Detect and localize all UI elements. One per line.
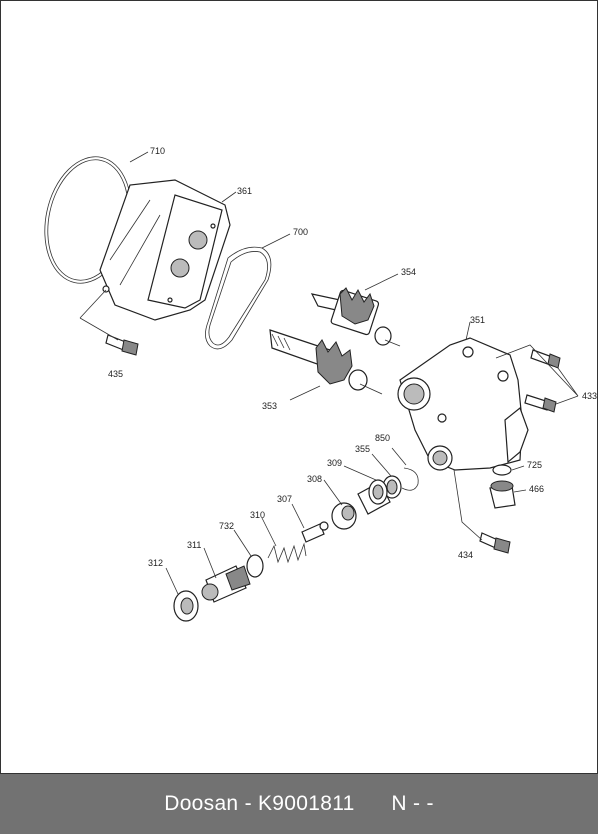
callout-309: 309: [327, 458, 342, 468]
gear-shaft-353: [269, 329, 383, 395]
bolt-435: [105, 334, 139, 356]
spring-310: [267, 542, 307, 564]
footer-bar: Doosan - K9001811 N - -: [0, 774, 598, 834]
callout-466: 466: [529, 484, 544, 494]
gasket-700: [205, 246, 272, 350]
footer-suffix: N - -: [391, 792, 434, 815]
footer-separator: -: [244, 792, 252, 815]
exploded-parts-diagram: 710 361 700 354 351 433 435 353 850 355 …: [44, 146, 597, 622]
callout-434: 434: [458, 550, 473, 560]
callout-353: 353: [262, 401, 277, 411]
callout-355: 355: [355, 444, 370, 454]
o-ring-725: [492, 464, 512, 476]
callout-312: 312: [148, 558, 163, 568]
o-ring-732: [246, 554, 264, 578]
callout-710: 710: [150, 146, 165, 156]
callout-361: 361: [237, 186, 252, 196]
piston-308: [331, 502, 357, 530]
callout-307: 307: [277, 494, 292, 504]
callout-435: 435: [108, 369, 123, 379]
gear-shaft-354: [310, 287, 401, 347]
bolt-434: [479, 532, 511, 554]
plug-466: [489, 480, 516, 509]
callout-308: 308: [307, 474, 322, 484]
callout-433: 433: [582, 391, 597, 401]
cover-plate-361: [99, 179, 231, 321]
valve-307: [301, 521, 329, 543]
footer-part-number: K9001811: [258, 792, 355, 815]
leader-lines: [79, 151, 579, 595]
plug-311: [201, 565, 251, 603]
footer-brand: Doosan: [164, 792, 239, 815]
snap-ring-850: [401, 467, 419, 491]
callout-354: 354: [401, 267, 416, 277]
callout-311: 311: [187, 540, 201, 550]
bolt-433: [524, 349, 561, 413]
callout-850: 850: [375, 433, 390, 443]
callout-732: 732: [219, 521, 234, 531]
callout-700: 700: [293, 227, 308, 237]
callout-725: 725: [527, 460, 542, 470]
sleeve-309: [357, 479, 391, 515]
cap-312: [173, 590, 199, 622]
callout-labels: 710 361 700 354 351 433 435 353 850 355 …: [108, 146, 597, 568]
pump-body-351: [397, 337, 529, 471]
callout-310: 310: [250, 510, 265, 520]
callout-351: 351: [470, 315, 485, 325]
